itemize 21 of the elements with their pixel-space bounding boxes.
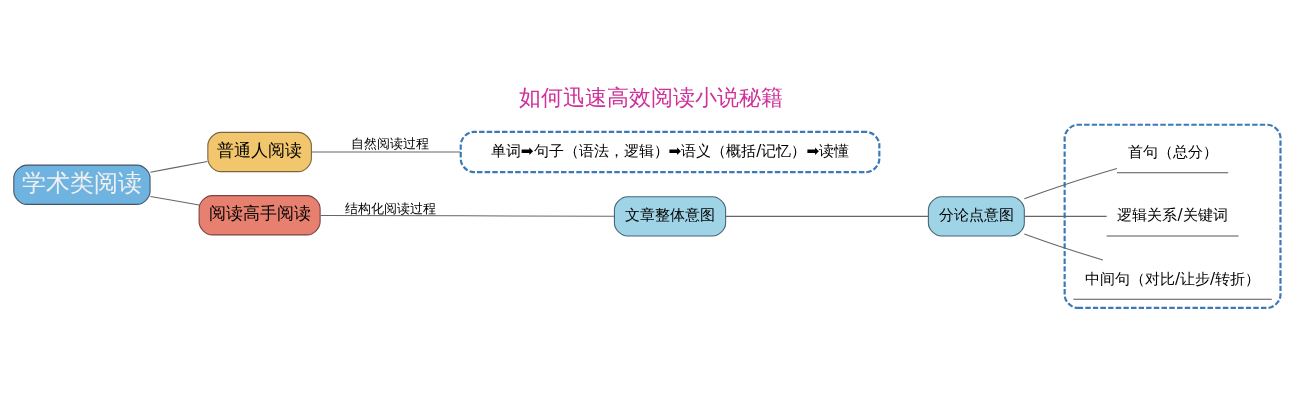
edge-label: 结构化阅读过程 — [344, 200, 436, 216]
diagram-title: 如何迅速高效阅读小说秘籍 — [519, 85, 784, 111]
connector — [1023, 233, 1104, 261]
cluster — [1063, 123, 1282, 309]
connector — [311, 151, 462, 153]
node-text: 逻辑关系/关键词 — [1117, 206, 1228, 225]
edge-label: 自然阅读过程 — [351, 136, 430, 152]
connector — [1023, 168, 1118, 200]
node-text: 首句（总分） — [1127, 143, 1218, 162]
node-box: 文章整体意图 — [613, 196, 727, 237]
node-box: 普通人阅读 — [207, 131, 312, 173]
node-box: 分论点意图 — [927, 196, 1025, 237]
connector — [1023, 215, 1108, 217]
connector — [319, 214, 615, 217]
connector — [725, 215, 929, 217]
node-text: 中间句（对比/让步/转折） — [1084, 269, 1261, 288]
node-box: 学术类阅读 — [13, 164, 151, 205]
connector — [149, 161, 208, 173]
node-box: 阅读高手阅读 — [198, 195, 321, 236]
node-box: 单词➡句子（语法，逻辑）➡语义（概括/记忆）➡读懂 — [459, 130, 881, 174]
connector — [149, 195, 200, 206]
